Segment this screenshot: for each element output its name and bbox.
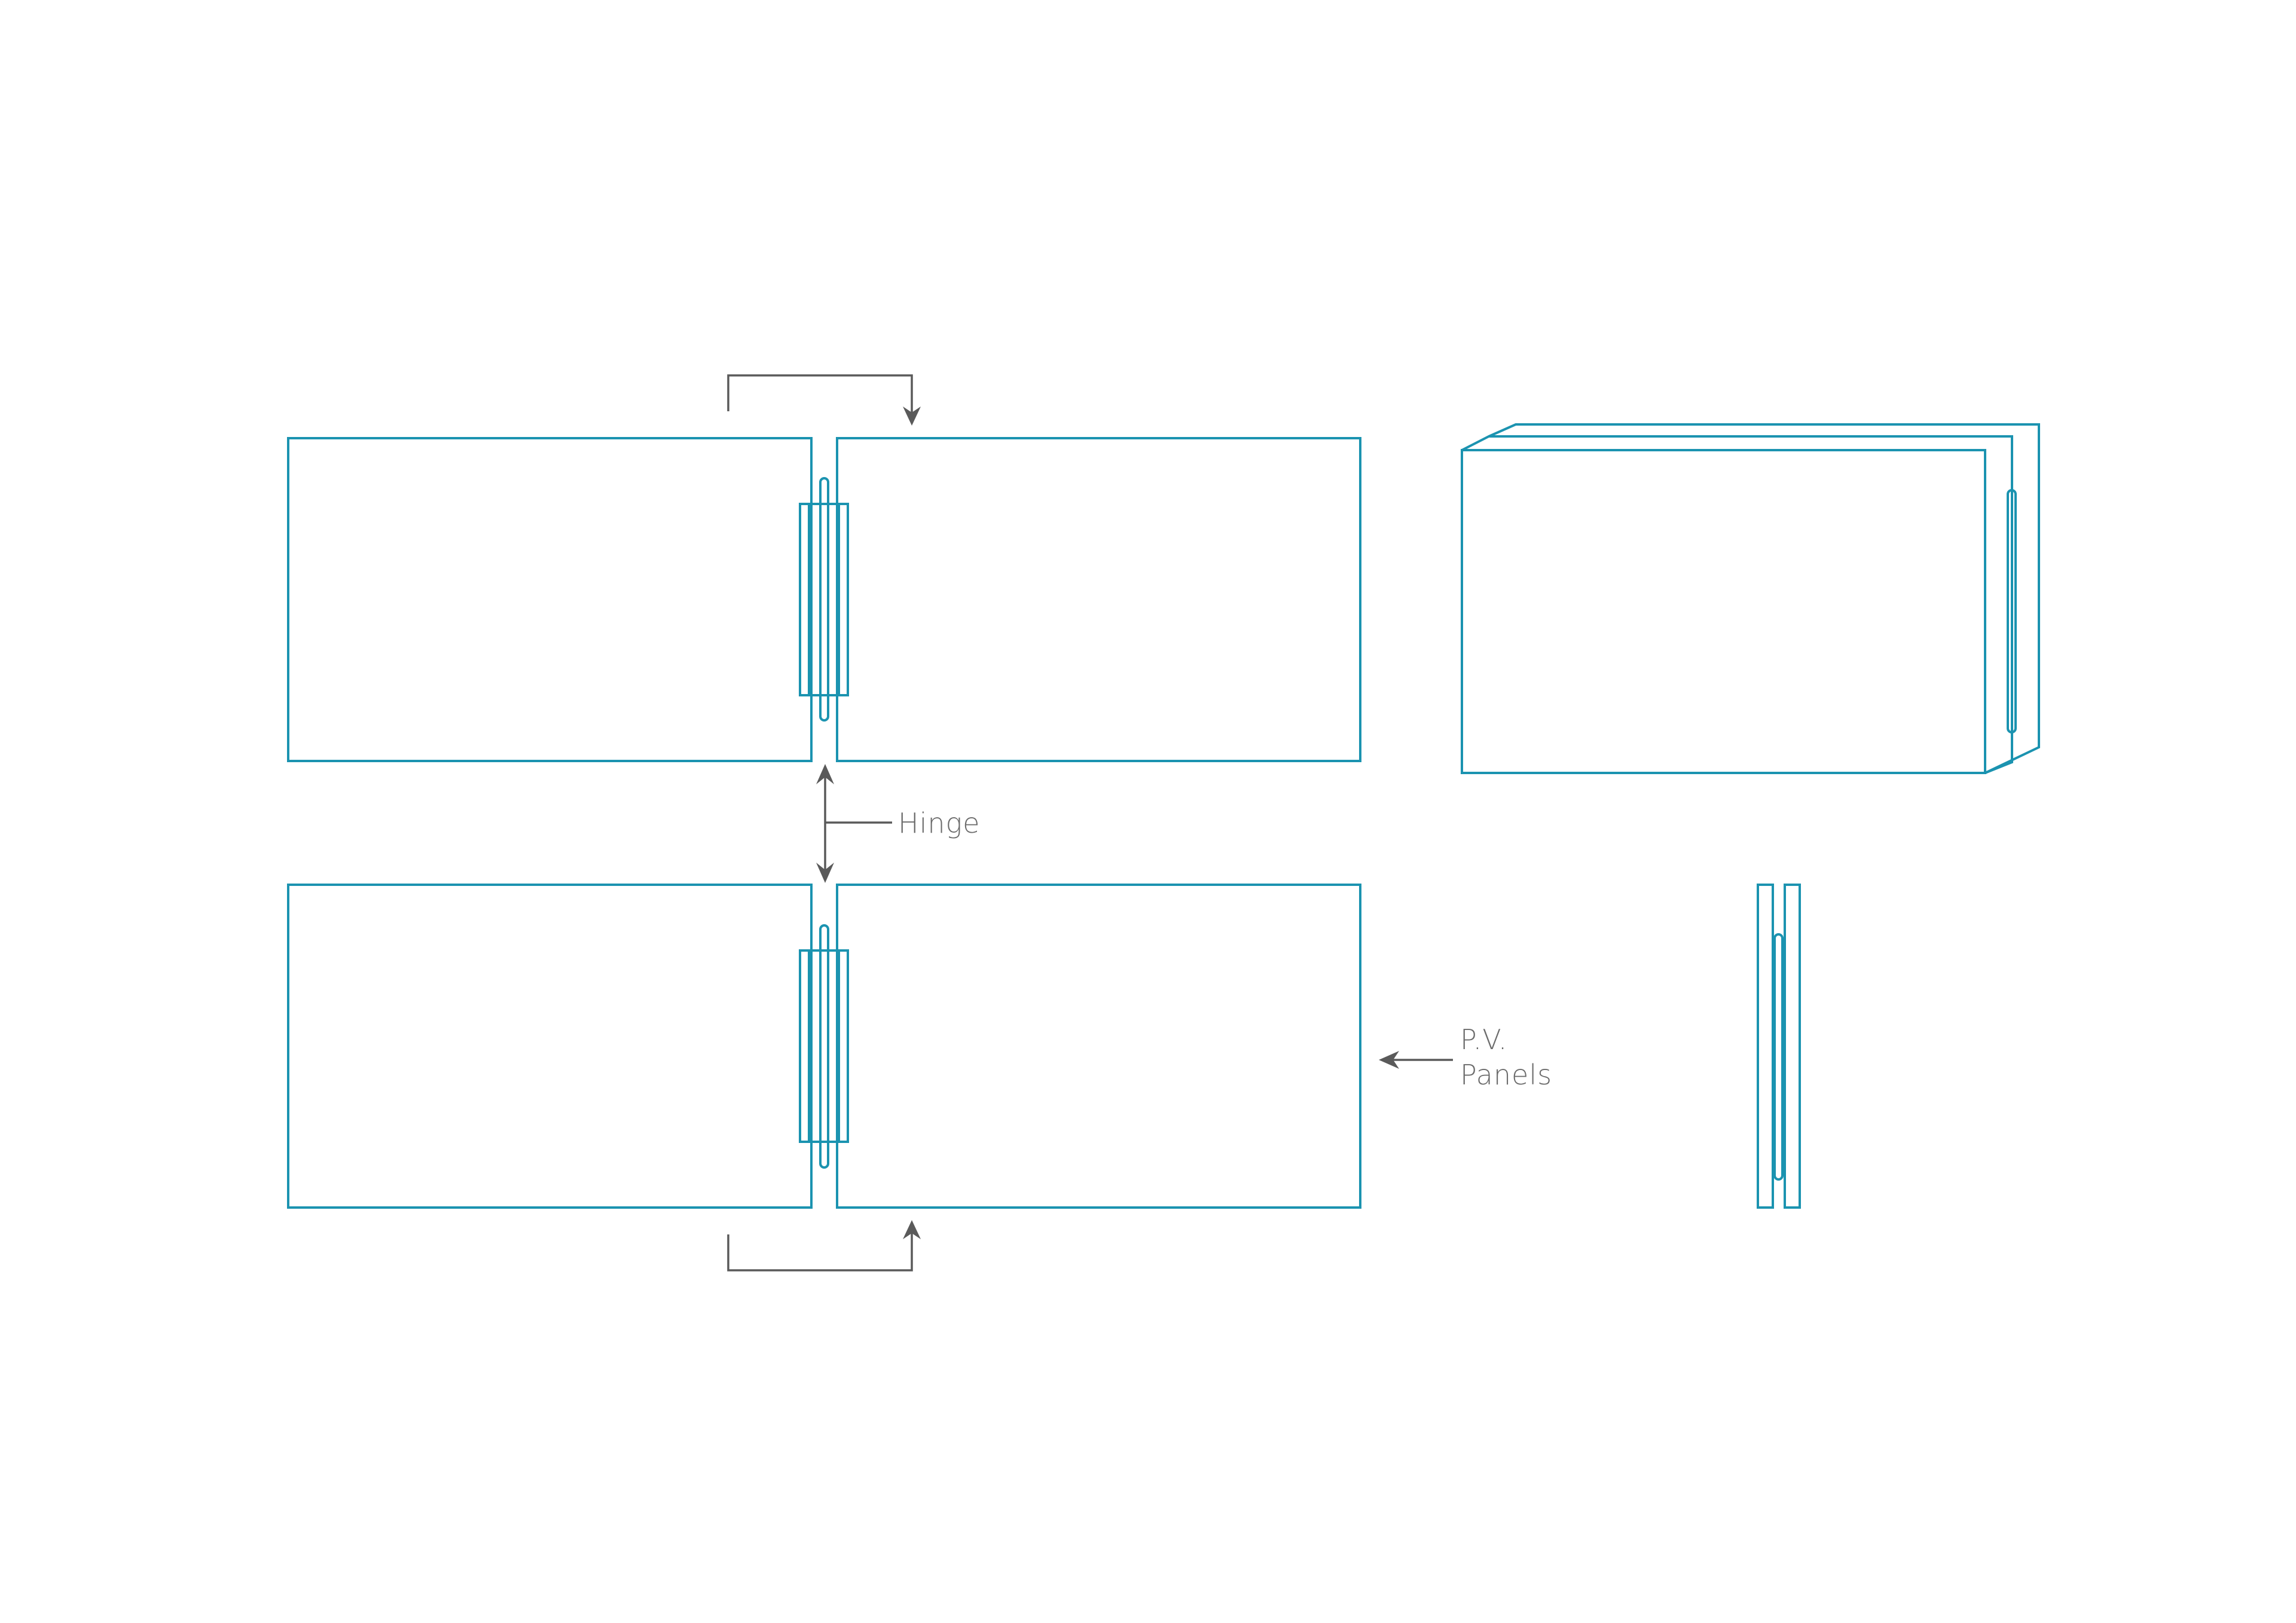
bottom-assembly xyxy=(287,884,1361,1209)
side-panel-left xyxy=(1757,884,1774,1209)
side-hinge-pin xyxy=(1773,933,1784,1181)
bottom-left-panel xyxy=(287,884,813,1209)
fold-arrow-top xyxy=(727,374,921,426)
top-right-panel xyxy=(836,437,1361,762)
top-left-panel xyxy=(287,437,813,762)
pv-label-line1: P.V. xyxy=(1460,1023,1507,1056)
side-panel-right xyxy=(1784,884,1801,1209)
hinge-arrow-up-head xyxy=(816,764,834,784)
folded-hinge-pin xyxy=(2007,489,2017,733)
folded-isometric-view xyxy=(1461,423,2040,774)
bottom-right-panel xyxy=(836,884,1361,1209)
bottom-hinge-plate xyxy=(799,949,849,1143)
pv-panels-callout xyxy=(1379,1051,1453,1069)
pv-label-line2: Panels xyxy=(1460,1059,1552,1091)
folded-front-top-edge xyxy=(1461,435,2013,774)
top-hinge-pin xyxy=(819,477,829,722)
top-assembly xyxy=(287,437,1361,762)
hinge-arrow-down-head xyxy=(816,863,834,883)
hinge-label: Hinge xyxy=(898,807,980,839)
folded-front-panel xyxy=(1461,449,1986,774)
hinge-callout xyxy=(816,764,892,883)
folded-back-panel xyxy=(1488,423,2040,774)
fold-arrow-bottom xyxy=(727,1220,921,1271)
fold-arrow-top-head xyxy=(903,406,921,426)
fold-arrow-bottom-head xyxy=(903,1220,921,1239)
side-closed-view xyxy=(1757,884,1801,1209)
bottom-hinge-pin xyxy=(819,924,829,1169)
top-hinge-plate xyxy=(799,503,849,696)
pv-arrow-head xyxy=(1379,1051,1399,1069)
